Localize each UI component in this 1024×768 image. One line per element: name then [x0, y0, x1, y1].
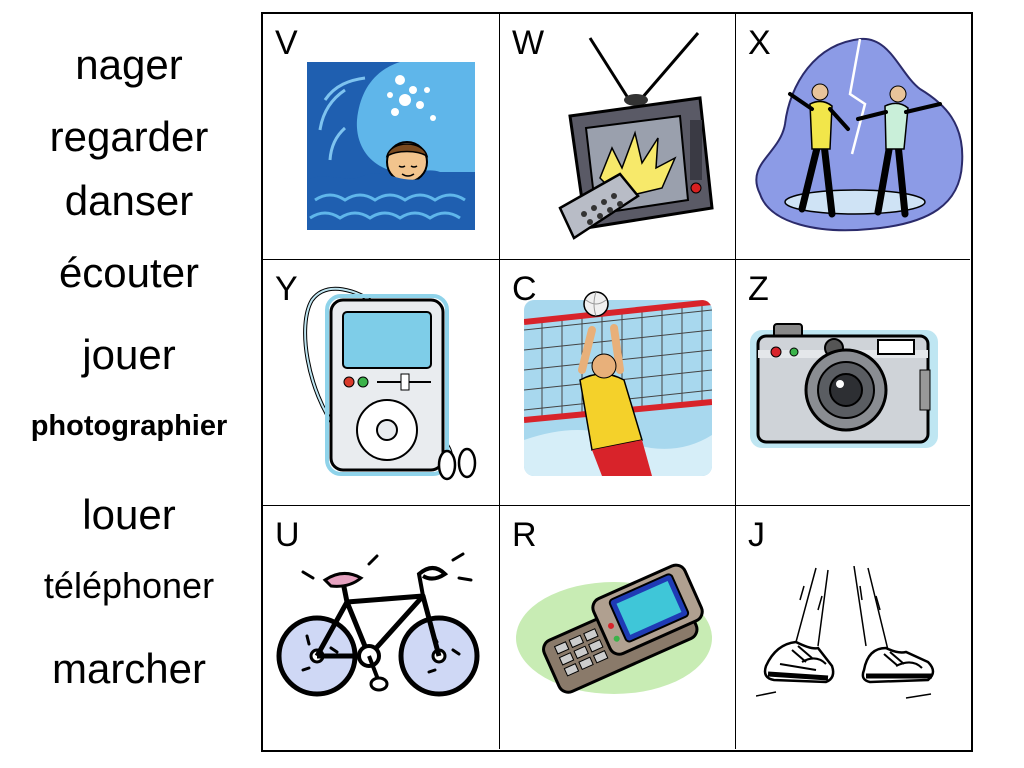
cell-w: W: [500, 14, 736, 260]
cell-letter: V: [275, 24, 298, 62]
cell-letter: U: [275, 516, 300, 554]
cell-v: V: [263, 14, 500, 260]
cell-r: R: [500, 506, 736, 749]
dancers-icon: [755, 37, 964, 232]
cell-letter: J: [748, 516, 765, 554]
volleyball-player-icon: [524, 291, 712, 476]
cell-x: X: [736, 14, 970, 260]
cell-y: Y: [263, 260, 500, 506]
cell-u: U: [263, 506, 500, 749]
picture-grid: V W: [261, 12, 973, 752]
cell-letter: X: [748, 24, 771, 62]
word-danser: danser: [64, 177, 194, 224]
bicycle-icon: [276, 552, 480, 697]
camera-icon: [750, 323, 938, 448]
cell-c: C: [500, 260, 736, 506]
cell-j: J: [736, 506, 970, 749]
word-telephoner: téléphoner: [43, 565, 215, 606]
cell-z: Z: [736, 260, 970, 506]
word-louer: louer: [82, 491, 176, 538]
television-remote-icon: [558, 32, 714, 240]
mobile-phone-icon: [516, 563, 712, 694]
cell-letter: Y: [275, 270, 298, 308]
word-nager: nager: [75, 41, 183, 88]
word-photographier: photographier: [30, 410, 228, 442]
music-player-icon: [303, 286, 477, 481]
word-marcher: marcher: [51, 645, 207, 692]
word-regarder: regarder: [49, 113, 209, 160]
walking-shoes-icon: [756, 566, 935, 699]
word-jouer: jouer: [82, 331, 176, 378]
cell-letter: R: [512, 516, 537, 554]
word-ecouter: écouter: [58, 249, 200, 296]
swimmer-wave-icon: [307, 62, 475, 230]
cell-letter: W: [512, 24, 545, 62]
cell-letter: Z: [748, 270, 769, 308]
